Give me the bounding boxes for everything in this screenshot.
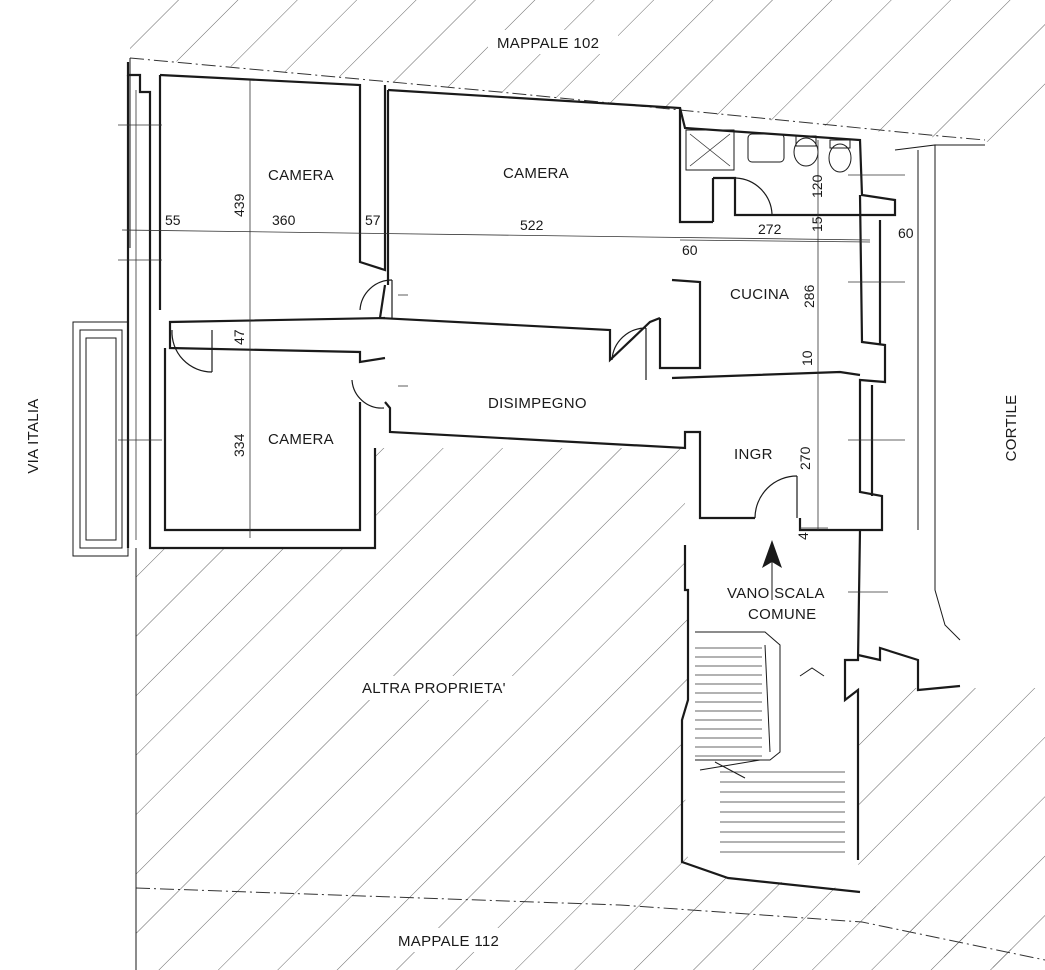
walls bbox=[126, 62, 985, 894]
dim-120: 120 bbox=[809, 174, 825, 198]
dim-10: 10 bbox=[799, 350, 815, 366]
dim-272: 272 bbox=[758, 221, 782, 237]
label-comune: COMUNE bbox=[748, 606, 816, 623]
dim-4: 4 bbox=[795, 532, 811, 540]
wc bbox=[793, 137, 819, 167]
hatch-mappale-112 bbox=[136, 888, 1045, 970]
dim-47: 47 bbox=[231, 329, 247, 345]
label-camera-top-middle: CAMERA bbox=[503, 165, 569, 182]
dim-286: 286 bbox=[801, 284, 817, 308]
label-cucina: CUCINA bbox=[730, 286, 789, 303]
shower-tray bbox=[685, 129, 735, 171]
dim-55: 55 bbox=[165, 212, 181, 228]
label-ingresso: INGR bbox=[734, 446, 773, 463]
sink bbox=[747, 133, 785, 163]
dim-522: 522 bbox=[520, 217, 544, 233]
label-disimpegno: DISIMPEGNO bbox=[488, 395, 587, 412]
windows bbox=[118, 124, 905, 593]
dim-57: 57 bbox=[365, 212, 381, 228]
bathroom-fixtures bbox=[685, 129, 852, 215]
dim-15: 15 bbox=[809, 216, 825, 232]
hatch-altra-proprieta bbox=[136, 448, 862, 902]
stairwell bbox=[695, 540, 845, 853]
doors bbox=[171, 279, 798, 519]
label-cortile: CORTILE bbox=[1003, 395, 1020, 462]
label-mappale-112: MAPPALE 112 bbox=[398, 933, 499, 950]
entrance-arrow-icon bbox=[762, 540, 782, 568]
label-vano-scala: VANO SCALA bbox=[727, 585, 825, 602]
hatch-mappale-102 bbox=[130, 0, 1045, 142]
hatched-areas bbox=[130, 0, 1045, 970]
dim-60-right: 60 bbox=[898, 225, 914, 241]
dim-360: 360 bbox=[272, 212, 296, 228]
dim-60-left: 60 bbox=[682, 242, 698, 258]
label-via-italia: VIA ITALIA bbox=[25, 398, 42, 473]
hatch-right-lower bbox=[858, 688, 1045, 970]
dimension-lines bbox=[121, 80, 871, 538]
label-camera-top-left: CAMERA bbox=[268, 167, 334, 184]
dim-334: 334 bbox=[231, 433, 247, 457]
dim-270: 270 bbox=[797, 446, 813, 470]
property-lines bbox=[129, 57, 1045, 970]
label-altra-proprieta: ALTRA PROPRIETA' bbox=[362, 680, 506, 697]
balcony bbox=[72, 321, 129, 557]
label-mappale-102: MAPPALE 102 bbox=[497, 35, 599, 52]
bidet bbox=[828, 143, 852, 173]
label-camera-bottom-left: CAMERA bbox=[268, 431, 334, 448]
dim-439: 439 bbox=[231, 193, 247, 217]
